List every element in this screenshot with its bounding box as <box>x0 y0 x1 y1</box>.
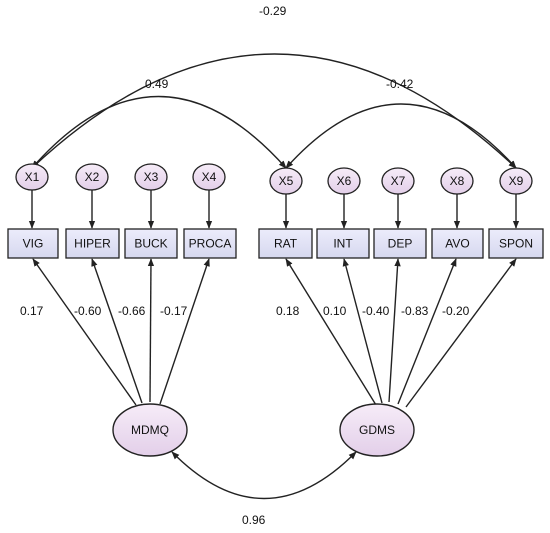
loading-arrow-rat <box>285 258 377 406</box>
loading-label-hiper: -0.60 <box>74 304 102 318</box>
latent-label: MDMQ <box>131 423 169 437</box>
error-node-x4: X4 <box>192 163 226 191</box>
error-node-x2: X2 <box>75 163 109 191</box>
loading-arrow-proca <box>159 258 210 405</box>
error-label: X2 <box>85 170 100 184</box>
error-label: X8 <box>450 174 465 188</box>
error-node-x3: X3 <box>134 163 168 191</box>
indicators: VIG HIPER BUCK PROCA RAT INT DEP AVO <box>7 228 544 259</box>
indicator-hiper: HIPER <box>65 228 120 259</box>
loading-arrow-buck <box>147 258 155 403</box>
error-label: X1 <box>25 170 40 184</box>
error-node-x7: X7 <box>381 167 415 195</box>
loading-label-vig: 0.17 <box>20 304 44 318</box>
indicator-vig: VIG <box>7 228 59 259</box>
indicator-label: DEP <box>388 237 413 251</box>
indicator-spon: SPON <box>488 228 544 259</box>
latent-label: GDMS <box>359 423 395 437</box>
error-node-x5: X5 <box>269 167 303 195</box>
loading-arrow-spon <box>405 258 517 408</box>
loading-label-spon: -0.20 <box>442 304 470 318</box>
loading-arrow-dep <box>388 258 401 403</box>
indicator-label: RAT <box>274 237 298 251</box>
covariance-label-x1-x5: 0.49 <box>145 77 169 91</box>
loading-labels: 0.17 -0.60 -0.66 -0.17 0.18 0.10 -0.40 -… <box>20 304 470 318</box>
covariance-label-x5-x9: -0.42 <box>386 77 414 91</box>
error-node-x9: X9 <box>499 167 533 195</box>
indicator-label: INT <box>333 237 353 251</box>
latent-mdmq: MDMQ <box>112 403 188 457</box>
loading-label-proca: -0.17 <box>160 304 188 318</box>
error-label: X6 <box>337 174 352 188</box>
error-node-x6: X6 <box>327 167 361 195</box>
loading-arrow-avo <box>397 258 457 405</box>
loading-label-dep: -0.40 <box>362 304 390 318</box>
loading-arrow-hiper <box>91 258 143 404</box>
error-arrows <box>28 190 520 229</box>
indicator-label: VIG <box>23 237 44 251</box>
covariance-x5-x9 <box>285 103 517 169</box>
indicator-dep: DEP <box>373 228 427 259</box>
covariance-x1-x9 <box>31 53 517 169</box>
covariance-x1-x5 <box>31 95 287 169</box>
indicator-label: AVO <box>445 237 469 251</box>
indicator-label: BUCK <box>134 237 167 251</box>
latent-gdms: GDMS <box>339 403 415 457</box>
indicator-avo: AVO <box>431 228 484 259</box>
indicator-int: INT <box>316 228 370 259</box>
loading-arrows <box>32 258 517 408</box>
loading-label-avo: -0.83 <box>401 304 429 318</box>
indicator-buck: BUCK <box>124 228 178 259</box>
indicator-label: SPON <box>499 237 533 251</box>
error-node-x8: X8 <box>440 167 474 195</box>
covariance-mdmq-gdms <box>171 451 357 500</box>
indicator-rat: RAT <box>258 228 313 259</box>
error-node-x1: X1 <box>15 163 49 191</box>
loading-label-rat: 0.18 <box>276 304 300 318</box>
error-label: X7 <box>391 174 406 188</box>
loading-label-int: 0.10 <box>323 304 347 318</box>
error-label: X3 <box>144 170 159 184</box>
error-label: X5 <box>279 174 294 188</box>
error-label: X9 <box>509 174 524 188</box>
covariance-label-mdmq-gdms: 0.96 <box>242 513 266 527</box>
covariance-label-x1-x9: -0.29 <box>259 4 287 18</box>
indicator-label: HIPER <box>74 237 111 251</box>
loading-label-buck: -0.66 <box>118 304 146 318</box>
loading-arrow-vig <box>32 258 137 406</box>
loading-arrow-int <box>342 258 383 404</box>
indicator-label: PROCA <box>189 237 232 251</box>
indicator-proca: PROCA <box>183 228 237 259</box>
error-label: X4 <box>202 170 217 184</box>
error-terms: X1 X2 X3 X4 X5 X6 X7 X8 <box>15 163 533 195</box>
